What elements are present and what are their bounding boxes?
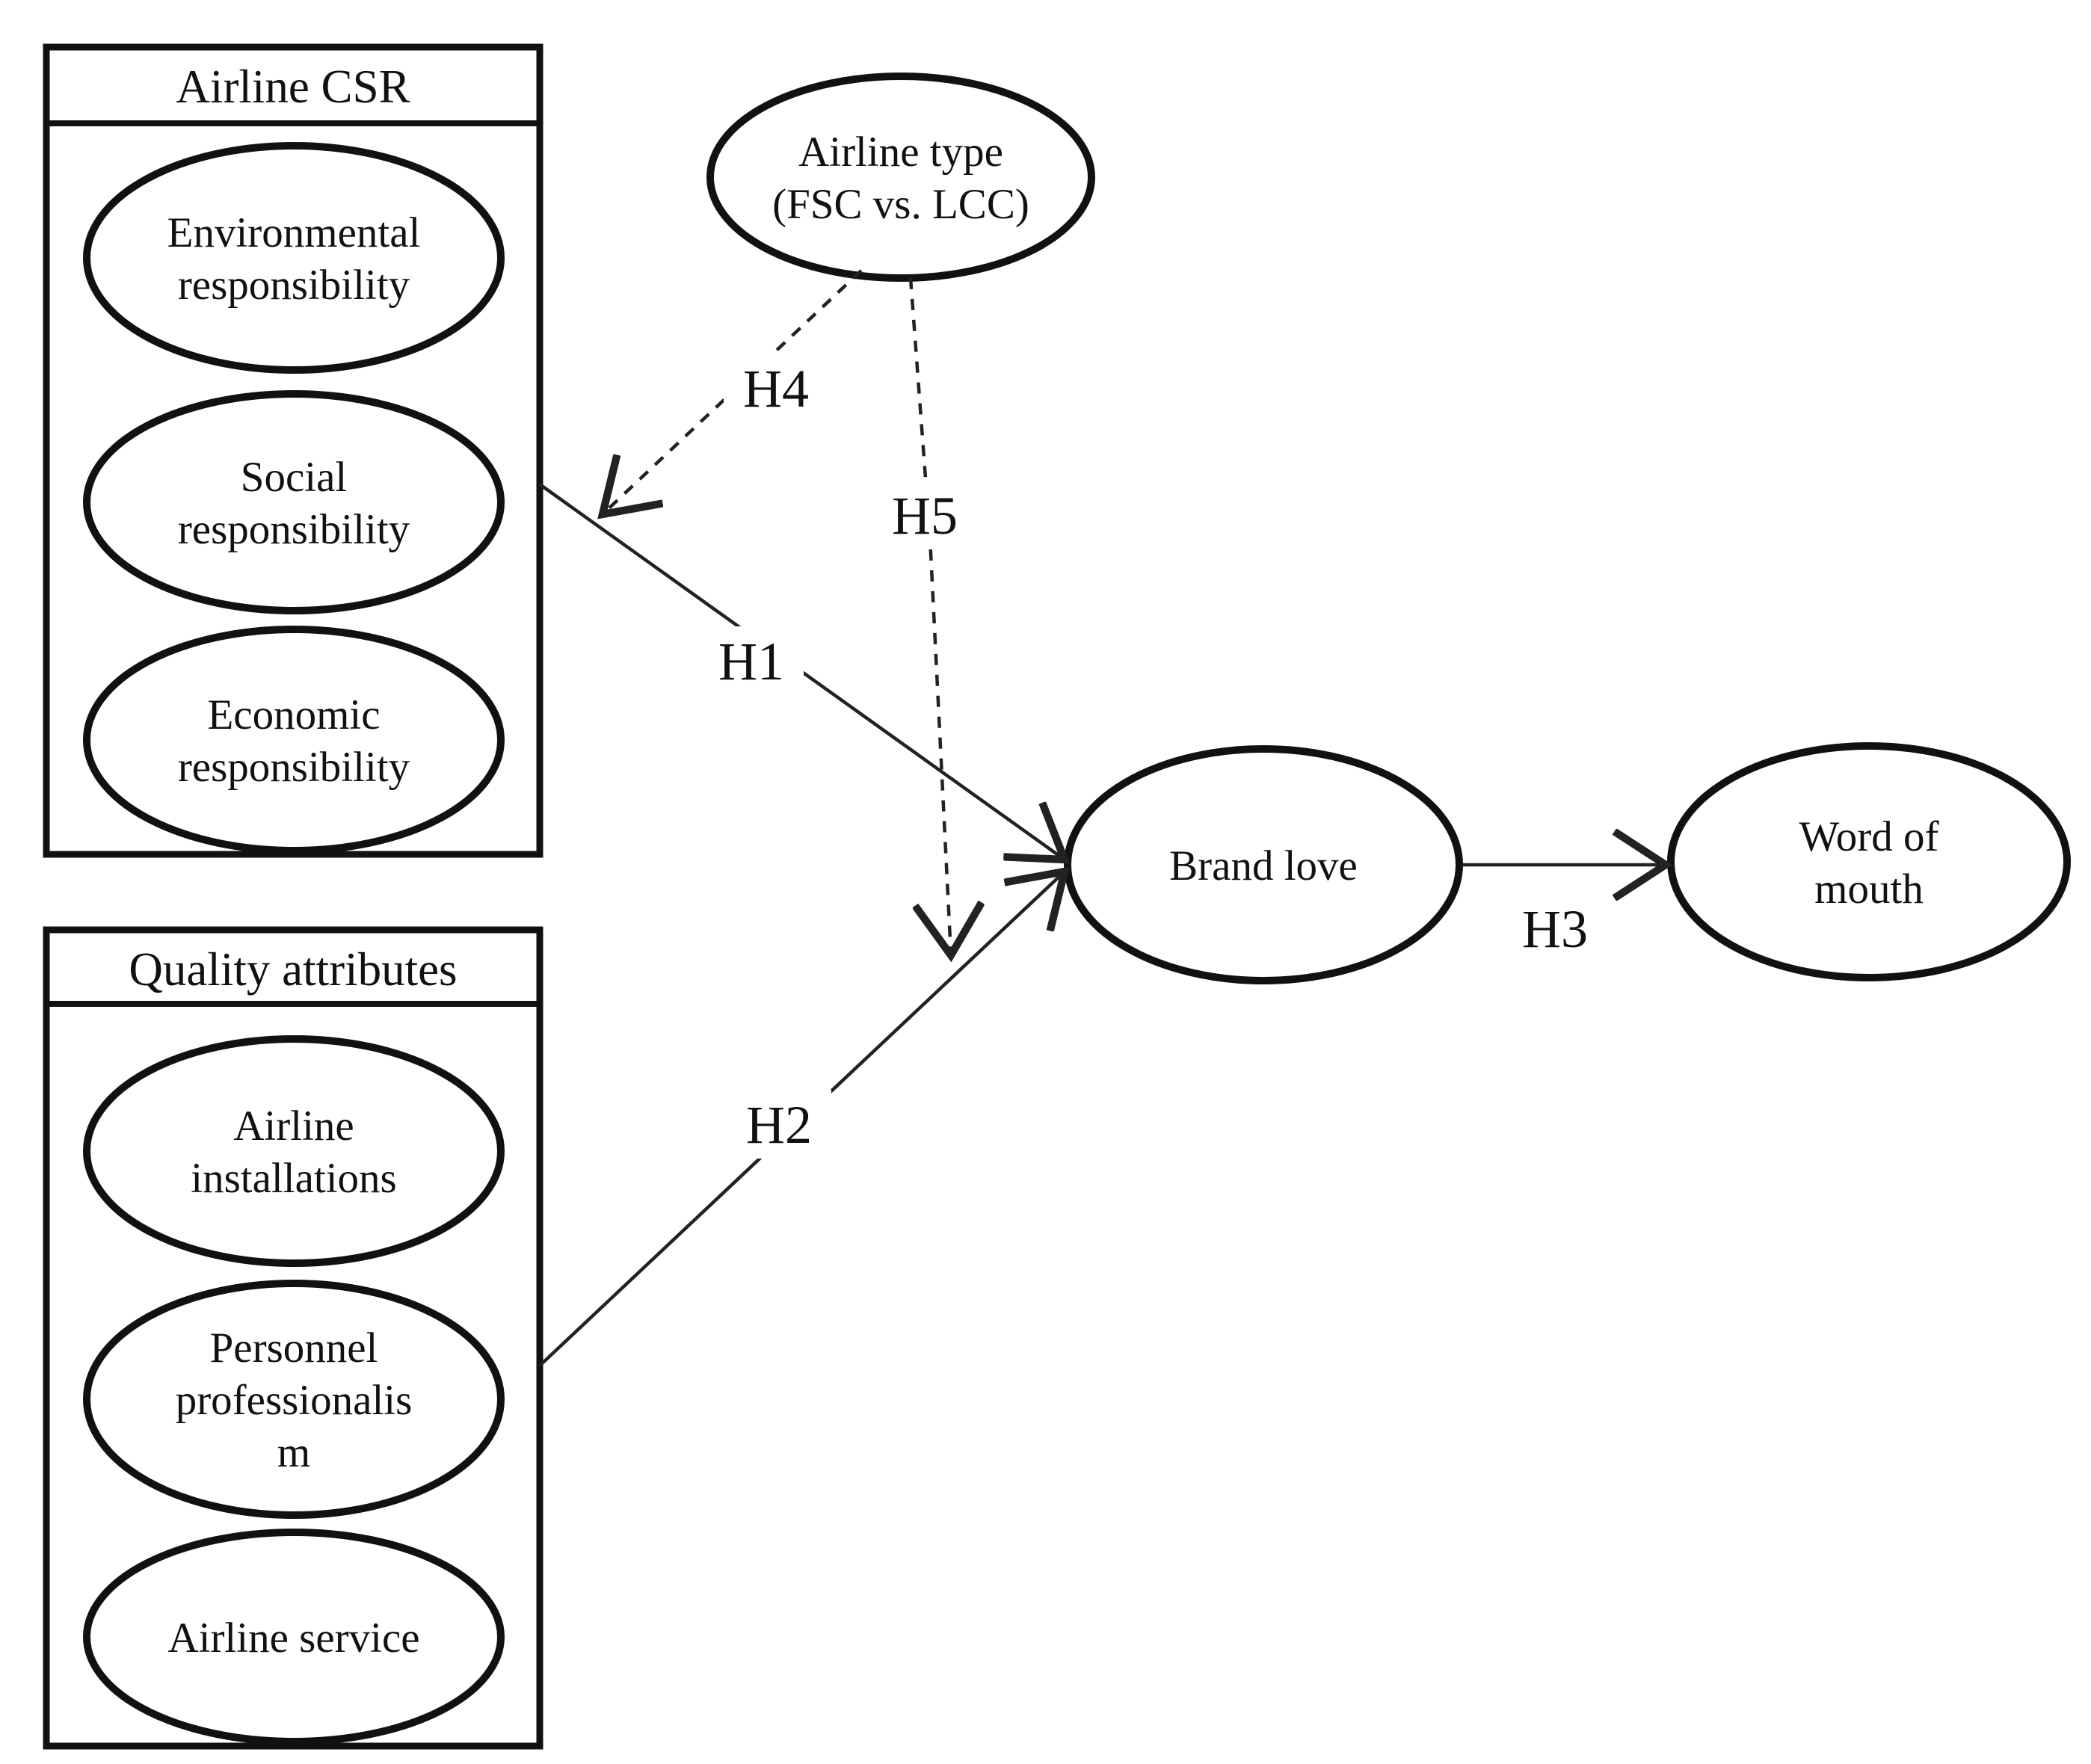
h3-label: H3 [1522, 899, 1588, 959]
h5-label: H5 [892, 486, 958, 546]
h2-label: H2 [746, 1095, 812, 1155]
h2-label-mask [727, 1090, 831, 1159]
environmental-responsibility-label-line1: Environmental [167, 209, 421, 256]
brand-love-label: Brand love [1169, 842, 1358, 889]
personnel-professionalism-node [83, 1280, 505, 1519]
social-responsibility-node [83, 390, 505, 614]
word-of-mouth-label-line1: Word of [1799, 813, 1939, 860]
word-of-mouth-node [1667, 742, 2071, 981]
airline-service-node [83, 1529, 505, 1745]
h1-label-mask [699, 626, 804, 695]
economic-responsibility-label-line2: responsibility [178, 744, 410, 791]
airline-csr-group-title: Airline CSR [176, 61, 410, 113]
airline-installations-label-line2: installations [191, 1155, 396, 1202]
personnel-professionalism-label-line3: m [277, 1429, 310, 1476]
airline-installations-node [83, 1035, 505, 1267]
economic-responsibility-node [83, 626, 505, 854]
h4-label: H4 [743, 359, 809, 419]
airline-type-label-line2: (FSC vs. LCC) [772, 181, 1029, 228]
airline-type-label-line1: Airline type [798, 129, 1003, 176]
personnel-professionalism-label-line1: Personnel [210, 1324, 378, 1372]
personnel-professionalism-label-line2: professionalis [176, 1377, 413, 1424]
quality-attributes-group-title: Quality attributes [129, 943, 457, 996]
social-responsibility-label-line1: Social [241, 454, 347, 501]
airline-type-node [706, 73, 1095, 282]
word-of-mouth-label-line2: mouth [1814, 866, 1924, 913]
h1-label: H1 [718, 632, 784, 691]
h5-label-mask [872, 481, 977, 549]
social-responsibility-label-line2: responsibility [178, 506, 410, 553]
environmental-responsibility-node [83, 142, 505, 374]
environmental-responsibility-label-line2: responsibility [178, 262, 410, 309]
brand-love-node [1064, 745, 1463, 984]
economic-responsibility-label-line1: Economic [207, 691, 380, 738]
h4-label-mask [724, 354, 828, 422]
airline-service-label-line1: Airline service [167, 1615, 419, 1662]
airline-installations-label-line1: Airline [233, 1102, 354, 1150]
h5-moderation-arrow [908, 277, 951, 955]
